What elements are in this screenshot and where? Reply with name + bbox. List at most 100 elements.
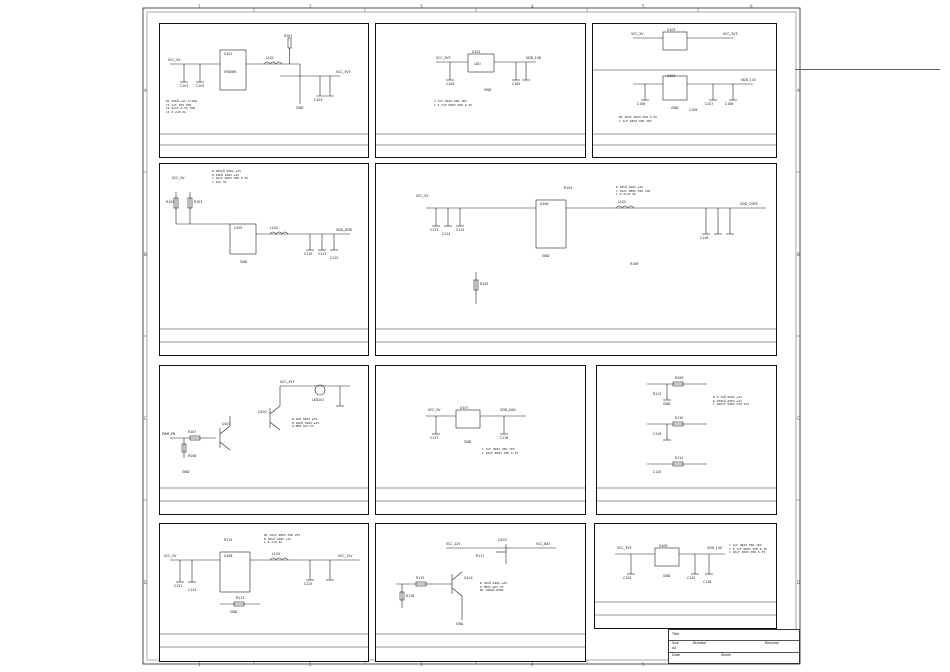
ref-designator: L103 xyxy=(618,200,626,204)
date-label: Date xyxy=(672,653,681,657)
ref-designator: C126 xyxy=(703,580,712,584)
ref-designator: R112 xyxy=(653,392,662,396)
net-label: VCC_12V xyxy=(446,542,461,546)
circuit-block-led-driver[interactable]: VCC_3V3 Q101 Q102 R107 R108 LED101 PWR_E… xyxy=(159,365,369,515)
ref-designator: Q103 xyxy=(498,538,507,542)
row-marker: D xyxy=(144,580,148,585)
circuit-block-dividers[interactable]: R109 R110 R111 R112 C119 C120 GND R 4.7k… xyxy=(596,365,777,515)
ground-label: GND xyxy=(484,88,492,92)
ref-designator: Q102 xyxy=(258,410,267,414)
circuit-block-ldo-1v0[interactable]: VCC_3V3 U109 C124 C125 C126 VDD_1V0 GND … xyxy=(594,523,777,629)
ref-designator: LED101 xyxy=(312,398,325,402)
ref-designator: U103 xyxy=(667,28,676,32)
circuit-drawing xyxy=(376,53,585,146)
part-number: SY8089 xyxy=(224,70,237,74)
component-notes: C 1uF 0402 X5R 10V C 4.7uF 0603 X5R 6.3V… xyxy=(729,543,767,555)
size-label: Size xyxy=(672,641,679,645)
ref-designator: R108 xyxy=(188,454,197,458)
size-value: A4 xyxy=(672,646,677,650)
ground-label: GND xyxy=(240,260,248,264)
net-label: VCC_5V xyxy=(172,176,185,180)
ref-designator: U108 xyxy=(224,554,233,558)
net-label: VDD_CORE xyxy=(740,202,758,206)
circuit-drawing xyxy=(597,381,776,502)
net-label: VCC_3V3 xyxy=(280,380,295,384)
title-label: Title xyxy=(672,632,680,636)
row-marker: A xyxy=(797,88,800,93)
net-label: VDD_1V8 xyxy=(526,56,541,60)
ref-designator: R103 xyxy=(194,200,203,204)
ref-designator: R109 xyxy=(675,376,684,380)
revision-label: Revision xyxy=(765,641,780,645)
ref-designator: C110 xyxy=(304,252,313,256)
net-label: VCC_3V3 xyxy=(617,546,632,550)
column-marker: 5 xyxy=(642,662,645,667)
component-notes: R 10kΩ 0402 ±5% Q PMOS SOT-23 NC 100kΩ 0… xyxy=(480,581,508,593)
ref-designator: U101 xyxy=(224,52,233,56)
ref-designator: C106 xyxy=(637,102,646,106)
ref-designator: C104 xyxy=(446,82,455,86)
ref-designator: R114 xyxy=(224,538,233,542)
circuit-drawing xyxy=(376,544,585,648)
circuit-block-ldo-pair[interactable]: VCC_5V U103 C106 C107 VCC_3V3 U104 C108 … xyxy=(592,23,777,158)
net-label: VDD_DDR xyxy=(336,228,352,232)
ref-designator: R116 xyxy=(406,594,415,598)
ref-designator: C108 xyxy=(725,102,734,106)
ref-designator: C114 xyxy=(442,232,451,236)
component-notes: R 1kΩ 0402 ±5% R 10kΩ 0402 ±5% Q NPN SOT… xyxy=(292,417,320,429)
circuit-drawing xyxy=(595,547,776,616)
component-notes: NC 10uF 0603 X5R 6.3V C 1uF 0402 X5R 10V xyxy=(619,115,657,123)
margin-guide-line xyxy=(795,69,940,70)
net-label: VCC_3V3 xyxy=(436,56,451,60)
ref-designator: U109 xyxy=(659,544,668,548)
circuit-block-buck-core[interactable]: VCC_5V R104 U106 C113 C114 C115 L103 VDD… xyxy=(375,163,777,356)
circuit-block-power-switch[interactable]: VCC_12V Q103 Q104 R115 R116 R117 VCC_BAT… xyxy=(375,523,586,662)
ground-label: GND xyxy=(663,402,671,406)
circuit-drawing xyxy=(160,384,368,502)
ref-designator: R113 xyxy=(236,596,245,600)
part-number: LDO xyxy=(474,62,481,66)
ref-designator: C117 xyxy=(430,436,439,440)
row-marker: D xyxy=(797,580,801,585)
ref-designator: L104 xyxy=(272,552,280,556)
ref-designator: R106 xyxy=(630,262,639,266)
ref-designator: C112 xyxy=(330,256,339,260)
ref-designator: C102 xyxy=(196,84,205,88)
ground-label: GND xyxy=(182,470,190,474)
ref-designator: U105 xyxy=(234,226,243,230)
net-label: VCC_5V xyxy=(168,58,181,62)
ref-designator: U107 xyxy=(460,406,469,410)
column-marker: 6 xyxy=(750,4,753,9)
circuit-block-boost-12v[interactable]: VCC_5V U108 R113 R114 L104 C121 C122 C12… xyxy=(159,523,369,662)
ref-designator: U104 xyxy=(667,74,676,78)
ref-designator: Q101 xyxy=(222,422,231,426)
circuit-block-buck-ddr[interactable]: VCC_5V R102 R103 U105 L102 C110 C111 C11… xyxy=(159,163,369,356)
net-label: VDD_AUD xyxy=(500,408,516,412)
circuit-block-ldo-audio[interactable]: VCC_5V U107 C117 C118 VDD_AUD GND C 1uF … xyxy=(375,365,586,515)
ref-designator: R117 xyxy=(476,554,485,558)
component-notes: R1 10kΩ ±1% 1/16W C1 1uF 10V X5R C2 22uF… xyxy=(166,99,197,114)
ref-designator: R102 xyxy=(166,200,175,204)
circuit-block-ldo-1v8[interactable]: VCC_3V3 U102 LDO C104 C105 VDD_1V8 GND C… xyxy=(375,23,586,158)
component-notes: C 1uF 0402 X5R 10V C 10uF 0603 X5R 6.3V xyxy=(482,447,519,455)
ref-designator: C103 xyxy=(314,98,323,102)
column-marker: 3 xyxy=(420,4,423,9)
circuit-block-buck-3v3[interactable]: VCC_5V R101 U101 SY8089 C101 C102 C103 L… xyxy=(159,23,369,158)
component-notes: R 100kΩ 0402 ±1% R 22kΩ 0402 ±1% C 22uF … xyxy=(212,169,249,184)
ref-designator: C116 xyxy=(700,236,709,240)
circuit-drawing xyxy=(593,31,776,146)
ground-label: GND xyxy=(663,574,671,578)
ref-designator: C113 xyxy=(430,228,439,232)
number-label: Number xyxy=(693,641,707,645)
title-block: Title Size A4 Number Revision Date Sheet xyxy=(668,629,800,664)
row-marker: B xyxy=(797,252,800,257)
column-marker: 3 xyxy=(420,662,423,667)
ref-designator: C111 xyxy=(318,252,327,256)
ref-designator: C105 xyxy=(512,82,521,86)
ref-designator: C125 xyxy=(687,576,696,580)
column-marker: 2 xyxy=(309,662,312,667)
ref-designator: U106 xyxy=(540,202,549,206)
ground-label: GND xyxy=(671,106,679,110)
circuit-drawing xyxy=(160,37,368,146)
ref-designator: L102 xyxy=(270,226,278,230)
